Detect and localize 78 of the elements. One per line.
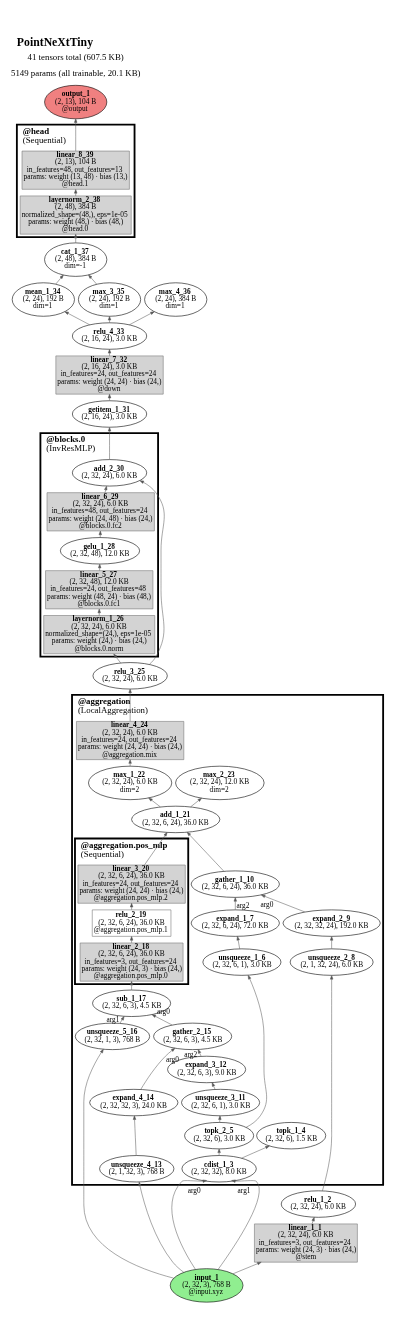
arrow xyxy=(130,935,134,943)
node-box: linear_8_39 (2, 13), 104 B in_features=48, out_features=13 params: weight (13, 48) · bias (13,) @head.1 xyxy=(21,150,130,190)
arrow xyxy=(322,974,334,1191)
node-box: linear_3_20 (2, 32, 6, 24), 36.0 KB in_features=24, out_features=24 params: weight (24, 24) · bias (24,) @aggregation.pos_mlp.2 xyxy=(77,864,186,904)
arrow xyxy=(108,426,112,460)
arrow xyxy=(233,896,237,910)
arrow xyxy=(217,1179,260,1270)
node-ellipse: topk_2_5 (2, 32, 6), 3.0 KB xyxy=(184,1121,254,1149)
edge-label: arg0 xyxy=(260,899,274,909)
arrow xyxy=(144,831,168,865)
arrow xyxy=(97,608,101,616)
node-ellipse: relu_1_2 (2, 32, 24), 6.0 KB xyxy=(280,1190,356,1218)
arrow xyxy=(171,1179,207,1270)
node-ellipse: relu_3_25 (2, 32, 24), 6.0 KB xyxy=(92,661,168,689)
edge-label: arg1 xyxy=(106,1014,120,1024)
node-ellipse: output_1 (2, 13), 104 B @output xyxy=(44,84,108,119)
node-box: layernorm_2_38 (2, 48), 384 B normalized_shape=(48,), eps=1e-05 params: weight (48,) · bias (48,) @head.0 xyxy=(19,195,132,234)
node-ellipse: relu_4_33 (2, 16, 24), 3.0 KB xyxy=(72,322,148,350)
arrow xyxy=(108,393,112,401)
arrow xyxy=(113,653,121,663)
node-ellipse: unsqueeze_1_6 (2, 32, 6, 1), 3.0 KB xyxy=(202,948,282,976)
node-box: linear_1_1 (2, 32, 24), 6.0 KB in_features=3, out_features=24 params: weight (24, 3) · bias (24,) @stem xyxy=(254,1223,358,1262)
arrow xyxy=(108,348,112,356)
arrow xyxy=(98,563,102,571)
arrow xyxy=(138,1181,185,1273)
arrow xyxy=(108,315,112,323)
arrow xyxy=(218,1115,222,1122)
node-box: relu_2_19 (2, 32, 6, 24), 36.0 KB @aggregation.pos_mlp.1 xyxy=(91,909,172,937)
arrow xyxy=(197,1048,202,1056)
node-box: linear_7_32 (2, 16, 24), 3.0 KB in_features=24, out_features=24 params: weight (24, 24) · bias (24,) @down xyxy=(55,355,164,394)
arrow xyxy=(74,118,78,151)
edge-label: arg0 xyxy=(187,1185,201,1195)
arrow xyxy=(74,188,78,196)
diagram-title: PointNeXtTiny xyxy=(16,35,94,49)
edge-label: arg0 xyxy=(165,1054,179,1064)
edge-label: arg1 xyxy=(237,1185,251,1195)
arrow xyxy=(98,530,102,538)
label: 41 tensors total (607.5 KB) xyxy=(27,51,124,62)
node-box: linear_4_24 (2, 32, 24), 6.0 KB in_features=24, out_features=24 params: weight (24, 24) · bias (24,) @aggregation.mix xyxy=(76,720,185,760)
node-ellipse: input_1 (2, 32, 3), 768 B @input.xyz xyxy=(169,1267,244,1302)
node-box: linear_2_18 (2, 32, 6, 24), 36.0 KB in_features=3, out_features=24 params: weight (24, 3) · bias (24,) @aggregation.pos_mlp.0 xyxy=(79,942,184,981)
arrow xyxy=(261,894,306,912)
arrow xyxy=(130,980,134,990)
arrow xyxy=(311,1216,315,1224)
arrow xyxy=(128,758,132,766)
node-ellipse: unsqueeze_3_11 (2, 32, 6, 1), 3.0 KB xyxy=(181,1088,260,1116)
node-ellipse: unsqueeze_2_8 (2, 1, 32, 24), 6.0 KB xyxy=(289,948,374,976)
arrow xyxy=(148,797,161,807)
edge-label: arg2 xyxy=(236,900,250,910)
arrow xyxy=(211,1081,216,1090)
arrow xyxy=(330,935,334,949)
arrow xyxy=(74,233,78,243)
arrow xyxy=(88,274,97,285)
arrow xyxy=(55,274,64,284)
arrow xyxy=(139,479,165,665)
arrow xyxy=(236,935,240,949)
arrow xyxy=(64,310,90,325)
node-ellipse: add_1_21 (2, 32, 6, 24), 36.0 KB xyxy=(131,805,221,833)
arrow xyxy=(140,1047,176,1090)
arrow xyxy=(119,1015,125,1023)
node-ellipse: expand_1_7 (2, 32, 6, 24), 72.0 KB xyxy=(190,909,280,937)
arrow xyxy=(151,1013,173,1025)
arrow xyxy=(232,1261,262,1274)
arrow xyxy=(130,902,134,910)
node-ellipse: expand_4_14 (2, 32, 32, 3), 24.0 KB xyxy=(89,1088,179,1116)
node-ellipse: unsqueeze_4_13 (2, 1, 32, 3), 768 B xyxy=(99,1154,175,1182)
arrow xyxy=(190,797,202,807)
arrow xyxy=(133,1115,137,1155)
label: 5149 params (all trainable, 20.1 KB) xyxy=(10,67,141,78)
node-ellipse: expand_2_9 (2, 32, 32, 24), 192.0 KB xyxy=(282,909,381,937)
arrow xyxy=(129,310,155,325)
arrow xyxy=(241,1145,270,1158)
arrow xyxy=(186,831,225,871)
arrow xyxy=(245,974,267,1128)
node-ellipse: max_3_35 (2, 24), 192 B dim=1 xyxy=(78,282,141,317)
arrow xyxy=(104,485,108,493)
arrow xyxy=(128,688,132,721)
arrow xyxy=(217,1148,221,1155)
